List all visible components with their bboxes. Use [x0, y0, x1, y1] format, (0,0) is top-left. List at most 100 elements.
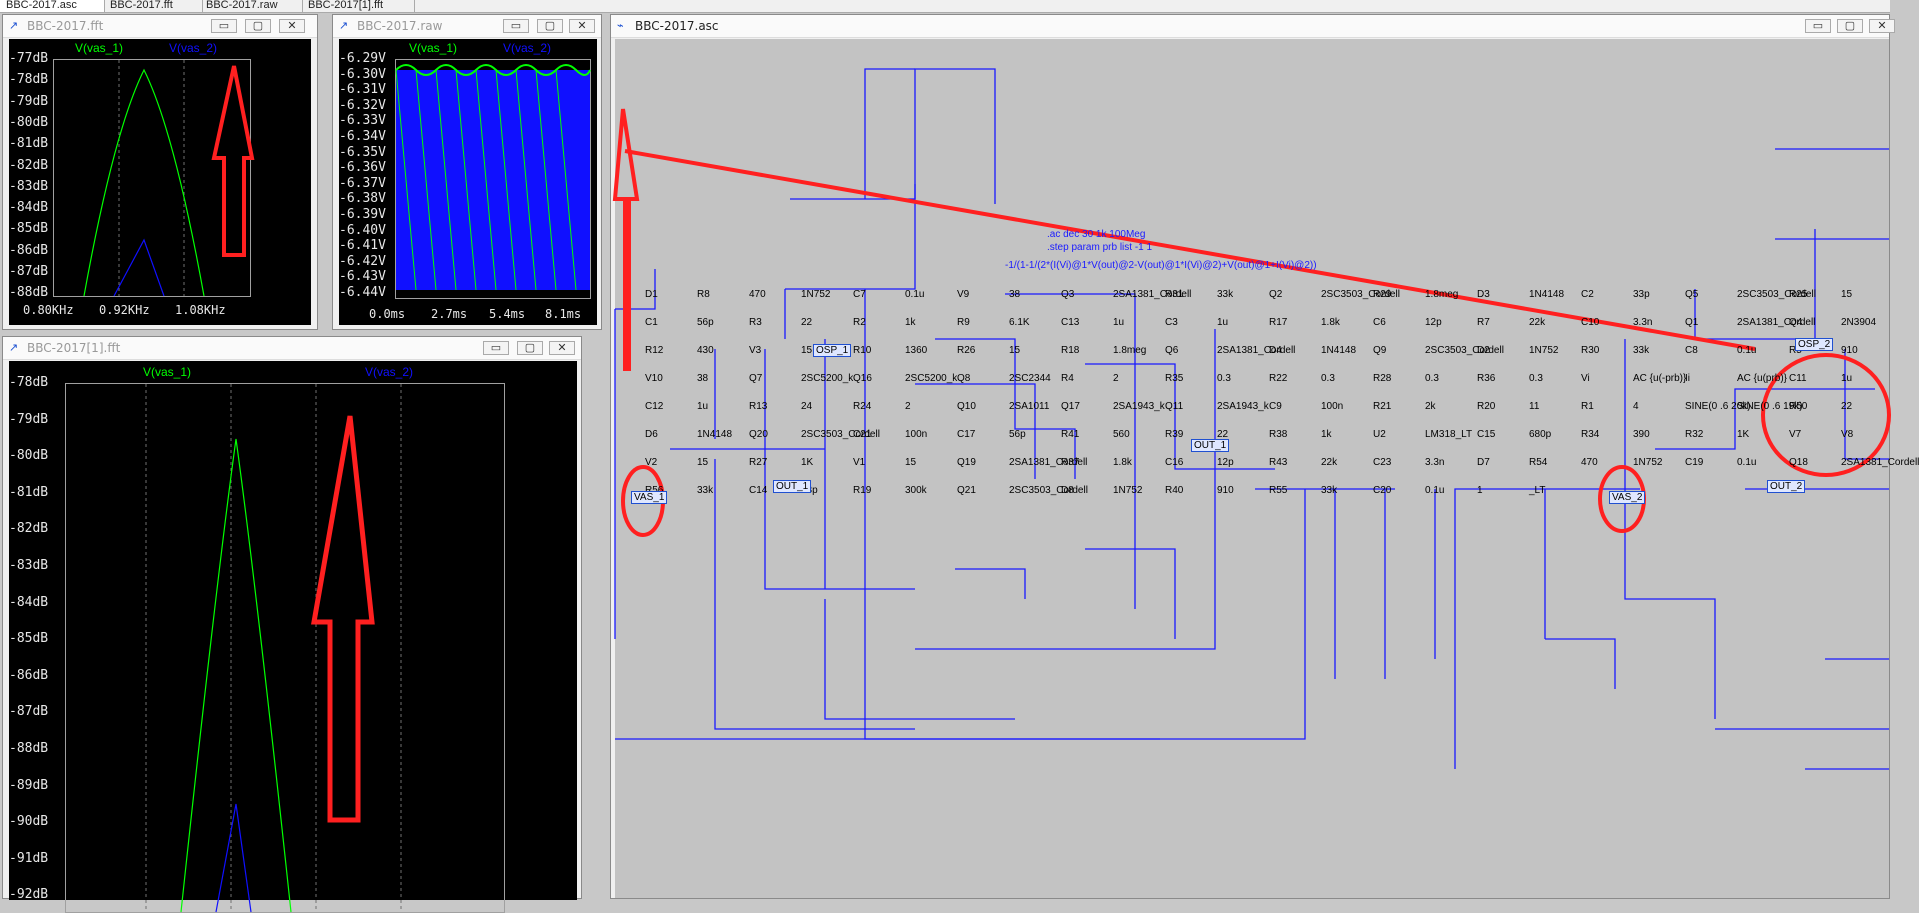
component-label[interactable]: Q21 [957, 485, 976, 496]
component-label[interactable]: 2SA1381_Cordell [1113, 289, 1192, 300]
component-label[interactable]: D1 [645, 289, 658, 300]
component-label[interactable]: R39 [1165, 429, 1184, 440]
component-label[interactable]: 470 [749, 289, 766, 300]
component-label[interactable]: 0.1u [905, 289, 925, 300]
component-label[interactable]: 2SA1381_Cordell [1009, 457, 1088, 468]
component-label[interactable]: 0.1u [1737, 457, 1757, 468]
component-label[interactable]: 1N4148 [1529, 289, 1565, 300]
net-flag-osp2[interactable]: OSP_2 [1795, 338, 1834, 351]
component-label[interactable]: C7 [853, 289, 866, 300]
component-label[interactable]: 15 [1841, 289, 1853, 300]
component-label[interactable]: Q18 [1789, 457, 1808, 468]
component-label[interactable]: 470 [1581, 457, 1598, 468]
component-label[interactable]: V1 [853, 457, 866, 468]
component-label[interactable]: R18 [1061, 345, 1080, 356]
tab-bbc-fft[interactable]: BBC-2017.fft [104, 0, 203, 12]
component-label[interactable]: R27 [749, 457, 768, 468]
trace-vas2-label[interactable]: V(vas_2) [365, 365, 414, 379]
component-label[interactable]: R4 [1061, 373, 1074, 384]
component-label[interactable]: V8 [1841, 429, 1854, 440]
component-label[interactable]: V2 [645, 457, 658, 468]
component-label[interactable]: U2 [1373, 429, 1386, 440]
component-label[interactable]: 2SC3503_Cordell [1321, 289, 1400, 300]
component-label[interactable]: R17 [1269, 317, 1288, 328]
component-label[interactable]: R36 [1477, 373, 1496, 384]
minimize-button[interactable]: ▭ [211, 19, 237, 33]
component-label[interactable]: 0.1u [1737, 345, 1757, 356]
component-label[interactable]: 1.8meg [1425, 289, 1459, 300]
component-label[interactable]: 2SC3503_Cordell [1425, 345, 1504, 356]
component-label[interactable]: R10 [853, 345, 872, 356]
component-label[interactable]: 910 [1217, 485, 1234, 496]
component-label[interactable]: 1N752 [801, 289, 831, 300]
component-label[interactable]: Q7 [749, 373, 763, 384]
component-label[interactable]: R8 [697, 289, 710, 300]
component-label[interactable]: 12p [1217, 457, 1234, 468]
component-label[interactable]: V9 [957, 289, 970, 300]
component-label[interactable]: 1k [905, 317, 916, 328]
component-label[interactable]: 1360 [905, 345, 928, 356]
component-label[interactable]: R43 [1269, 457, 1288, 468]
component-label[interactable]: Q16 [853, 373, 872, 384]
component-label[interactable]: 1u [697, 401, 709, 412]
component-label[interactable]: R55 [1269, 485, 1288, 496]
minimize-button[interactable]: ▭ [1805, 19, 1831, 33]
component-label[interactable]: 2SC5200_k [801, 373, 854, 384]
component-label[interactable]: 1N752 [1633, 457, 1663, 468]
component-label[interactable]: V7 [1789, 429, 1802, 440]
component-label[interactable]: 0.3 [1217, 373, 1231, 384]
schematic-titlebar[interactable]: ⌁ BBC-2017.asc ▭ ▢ ✕ [611, 15, 1895, 38]
component-label[interactable]: 1K [1737, 429, 1750, 440]
component-label[interactable]: V10 [645, 373, 663, 384]
component-label[interactable]: 1u [1841, 373, 1853, 384]
component-label[interactable]: R28 [1373, 373, 1392, 384]
component-label[interactable]: R19 [853, 485, 872, 496]
fft-large-plot[interactable]: V(vas_1) V(vas_2) -78dB-79dB-80dB-81dB-8… [9, 361, 577, 913]
tab-bbc-asc[interactable]: BBC-2017.asc [0, 0, 105, 12]
component-label[interactable]: R30 [1581, 345, 1600, 356]
component-label[interactable]: 15 [697, 457, 709, 468]
component-label[interactable]: C19 [1685, 457, 1704, 468]
component-label[interactable]: 2 [1113, 373, 1119, 384]
net-flag-vas1[interactable]: VAS_1 [631, 491, 668, 504]
raw-plot[interactable]: V(vas_1) V(vas_2) -6.29V-6.30V-6.31V-6.3… [339, 39, 597, 325]
net-flag-out1-load[interactable]: OUT_1 [1191, 439, 1230, 452]
component-label[interactable]: C21 [853, 429, 872, 440]
component-label[interactable]: 22k [1529, 317, 1546, 328]
component-label[interactable]: 22 [1841, 401, 1853, 412]
net-flag-out1[interactable]: OUT_1 [773, 480, 812, 493]
component-label[interactable]: 1N4148 [697, 429, 733, 440]
close-button[interactable]: ✕ [279, 19, 305, 33]
component-label[interactable]: 2SC3503_Cordell [1009, 485, 1088, 496]
component-label[interactable]: Vi [1581, 373, 1590, 384]
component-label[interactable]: 2SC3503_Cordell [801, 429, 880, 440]
component-label[interactable]: 2SC5200_k [905, 373, 958, 384]
component-label[interactable]: R38 [1269, 429, 1288, 440]
component-label[interactable]: 2SA1381_Cordell [1737, 317, 1816, 328]
component-label[interactable]: D2 [1477, 345, 1490, 356]
component-label[interactable]: C10 [1581, 317, 1600, 328]
minimize-button[interactable]: ▭ [503, 19, 529, 33]
component-label[interactable]: 2SC2344 [1009, 373, 1051, 384]
component-label[interactable]: R24 [853, 401, 872, 412]
tab-bbc-fft-1[interactable]: BBC-2017[1].fft [302, 0, 415, 12]
component-label[interactable]: 33k [1321, 485, 1338, 496]
component-label[interactable]: R41 [1061, 429, 1080, 440]
component-label[interactable]: 22 [1217, 429, 1229, 440]
component-label[interactable]: 56p [697, 317, 714, 328]
component-label[interactable]: R31 [1165, 289, 1184, 300]
component-label[interactable]: Q2 [1269, 289, 1283, 300]
component-label[interactable]: AC {u(-prb)} [1633, 373, 1687, 384]
fft-large-titlebar[interactable]: ↗ BBC-2017[1].fft ▭ ▢ ✕ [3, 337, 581, 360]
spice-directive[interactable]: .step param prb list -1 1 [1047, 242, 1153, 253]
component-label[interactable]: 1N4148 [1321, 345, 1357, 356]
component-label[interactable]: 4 [1633, 401, 1639, 412]
component-label[interactable]: C2 [1581, 289, 1594, 300]
component-label[interactable]: C13 [1061, 317, 1080, 328]
component-label[interactable]: 0.3 [1425, 373, 1439, 384]
close-button[interactable]: ✕ [569, 19, 595, 33]
component-label[interactable]: 15 [1009, 345, 1021, 356]
component-label[interactable]: 2N3904 [1841, 317, 1877, 328]
component-label[interactable]: SINE(0 .6 20k) [1685, 401, 1751, 412]
minimize-button[interactable]: ▭ [483, 341, 509, 355]
